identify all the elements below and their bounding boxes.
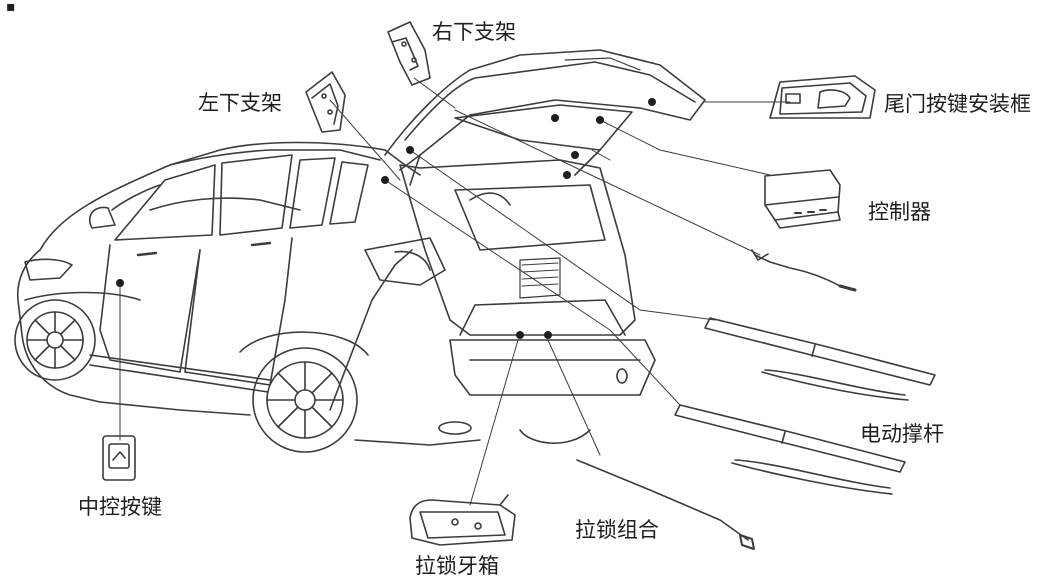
left-lower-bracket-part xyxy=(305,71,346,133)
label-latch-assembly: 拉锁组合 xyxy=(575,518,659,542)
right-lower-bracket-part xyxy=(387,21,431,86)
callout-lines xyxy=(119,77,791,506)
power-strut-upper xyxy=(704,317,936,401)
side-windows xyxy=(114,154,369,241)
tail-light-detail xyxy=(394,250,431,271)
doors xyxy=(99,237,293,386)
side-mirror xyxy=(88,206,116,229)
far-rear-wheel xyxy=(519,429,591,444)
rear-bumper xyxy=(438,339,656,435)
label-controller: 控制器 xyxy=(868,200,931,224)
headlight xyxy=(24,258,73,281)
label-left-lower-bracket: 左下支架 xyxy=(198,91,282,115)
latch-assembly-part xyxy=(576,459,755,550)
cargo-area xyxy=(399,159,636,336)
cable-part xyxy=(751,249,857,292)
label-tailgate-button-frame: 尾门按键安装框 xyxy=(884,92,1031,116)
power-strut-lower xyxy=(674,404,906,495)
front-wheel xyxy=(14,299,96,381)
label-power-strut: 电动撑杆 xyxy=(860,422,944,446)
rear-wheel xyxy=(239,331,369,453)
tailgate-open xyxy=(384,49,706,186)
corner-mark: ▪ xyxy=(6,0,16,15)
connection-dots xyxy=(116,98,656,339)
label-right-lower-bracket: 右下支架 xyxy=(432,20,516,44)
suv-body xyxy=(16,141,481,446)
latch-gearbox-part xyxy=(409,494,516,546)
label-latch-gearbox: 拉锁牙箱 xyxy=(415,554,499,578)
center-console-button-part xyxy=(102,435,136,481)
tailgate-button-frame-part xyxy=(769,75,876,119)
label-center-console-button: 中控按键 xyxy=(78,495,162,519)
controller-part xyxy=(764,169,841,229)
tail-light xyxy=(364,237,446,286)
